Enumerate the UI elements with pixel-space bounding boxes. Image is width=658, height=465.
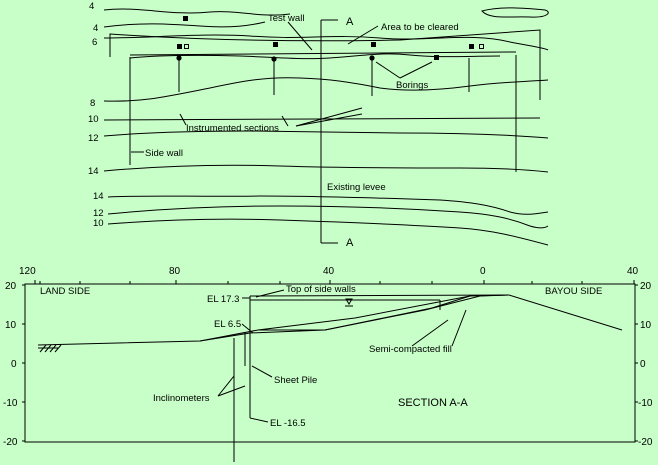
right-axis-label: -20: [638, 437, 653, 448]
leader-instrumented-4: [295, 113, 363, 127]
boring-dot-icon: [176, 55, 182, 61]
el-mid-label: EL 6.5: [214, 319, 241, 330]
leader-el-bottom: [249, 417, 269, 423]
boring-dot-icon: [369, 55, 375, 61]
boring-square-icon: [177, 44, 182, 49]
ground-hatch: [38, 344, 62, 353]
leader-instrumented-3: [295, 107, 363, 127]
left-axis-label: -10: [3, 398, 18, 409]
boring-square-icon: [434, 55, 439, 60]
contour-label: 14: [88, 166, 99, 177]
leader-borings-2: [399, 61, 433, 79]
water-level-symbol: [345, 298, 353, 307]
land-side-label: LAND SIDE: [40, 286, 90, 297]
contour-label: 4: [89, 1, 94, 12]
section-mark-top: A: [346, 16, 354, 28]
leader-el-mid: [241, 323, 254, 334]
clearing-boundary: [109, 29, 541, 100]
leader-inclinometers-2: [217, 385, 246, 397]
leader-area-cleared: [347, 25, 379, 45]
top-axis-label: 40: [627, 266, 639, 277]
leader-instrumented-2: [281, 115, 289, 127]
contour-label: 12: [88, 133, 99, 144]
contour-4-top: [103, 8, 291, 16]
bayou-side-label: BAYOU SIDE: [545, 286, 602, 297]
existing-levee-label: Existing levee: [327, 182, 386, 193]
leader-instrumented-1: [179, 113, 187, 126]
side-wall-label: Side wall: [145, 148, 183, 159]
right-axis-label: 10: [640, 320, 652, 331]
leader-borings-1: [375, 61, 401, 79]
borings-label: Borings: [396, 80, 428, 91]
ground-profile: [37, 294, 623, 346]
contour-label: 14: [93, 191, 104, 202]
boring-open-square-icon: [479, 44, 484, 49]
plan-view: [103, 7, 549, 246]
boring-open-square-icon: [184, 44, 189, 49]
side-wall-top-line: [249, 294, 510, 297]
right-axis-ticks: [635, 284, 638, 442]
sheet-pile-label: Sheet Pile: [274, 375, 317, 386]
test-wall-label: Test wall: [268, 13, 304, 24]
inclinometers-label: Inclinometers: [153, 393, 210, 404]
contour-14-bottom: [107, 195, 549, 215]
section-title: SECTION A-A: [398, 397, 468, 409]
side-wall-top: [129, 51, 517, 56]
boring-dot-icon: [271, 56, 277, 62]
contour-4-second: [103, 21, 266, 28]
left-axis-label: 0: [11, 359, 17, 370]
contour-12: [103, 130, 549, 139]
leader-sheet-pile: [251, 365, 273, 378]
contour-4-right-island: [481, 7, 549, 18]
instrumented-sections-label: Instrumented sections: [186, 123, 279, 134]
contour-label: 10: [88, 114, 99, 125]
leader-semi-fill-1: [411, 319, 449, 347]
contour-label: 8: [90, 98, 95, 109]
fill-upper-line: [199, 294, 510, 342]
left-axis-label: 20: [5, 281, 17, 292]
contour-label: 4: [93, 23, 98, 34]
top-axis-label: 0: [480, 266, 486, 277]
left-axis-ticks: [22, 284, 25, 442]
boring-square-icon: [273, 42, 278, 47]
leader-inclinometers-1: [217, 375, 235, 397]
contour-label: 6: [92, 37, 97, 48]
top-of-side-walls-label: Top of side walls: [286, 284, 356, 295]
boring-square-icon: [371, 42, 376, 47]
left-axis-label: -20: [3, 437, 18, 448]
contour-6: [103, 34, 549, 51]
right-axis-label: -10: [638, 398, 653, 409]
contour-14-top: [103, 164, 549, 173]
section-frame: [24, 283, 636, 443]
top-axis-label: 40: [323, 266, 335, 277]
contour-label: 12: [93, 208, 104, 219]
section-view: [22, 280, 638, 462]
semi-compacted-fill-label: Semi-compacted fill: [369, 344, 452, 355]
leader-semi-fill-2: [451, 309, 467, 347]
el-bottom-label: EL -16.5: [270, 418, 306, 429]
contour-12-bottom: [107, 205, 549, 229]
contour-8: [103, 77, 549, 102]
contour-label: 10: [93, 218, 104, 229]
left-axis-label: 10: [5, 320, 17, 331]
section-mark-bottom: A: [346, 237, 354, 249]
leader-test-wall: [287, 21, 313, 51]
top-axis-label: 120: [19, 266, 36, 277]
area-cleared-label: Area to be cleared: [381, 22, 459, 33]
top-axis-label: 80: [169, 266, 181, 277]
el-top-label: EL 17.3: [207, 294, 239, 305]
right-axis-label: 0: [640, 359, 646, 370]
boring-square-icon: [183, 16, 188, 21]
contour-10-bottom: [107, 218, 549, 246]
fill-lower-line: [258, 295, 471, 331]
right-axis-label: 20: [640, 281, 652, 292]
leader-top-of-side-walls: [255, 289, 285, 298]
boring-square-icon: [469, 44, 474, 49]
